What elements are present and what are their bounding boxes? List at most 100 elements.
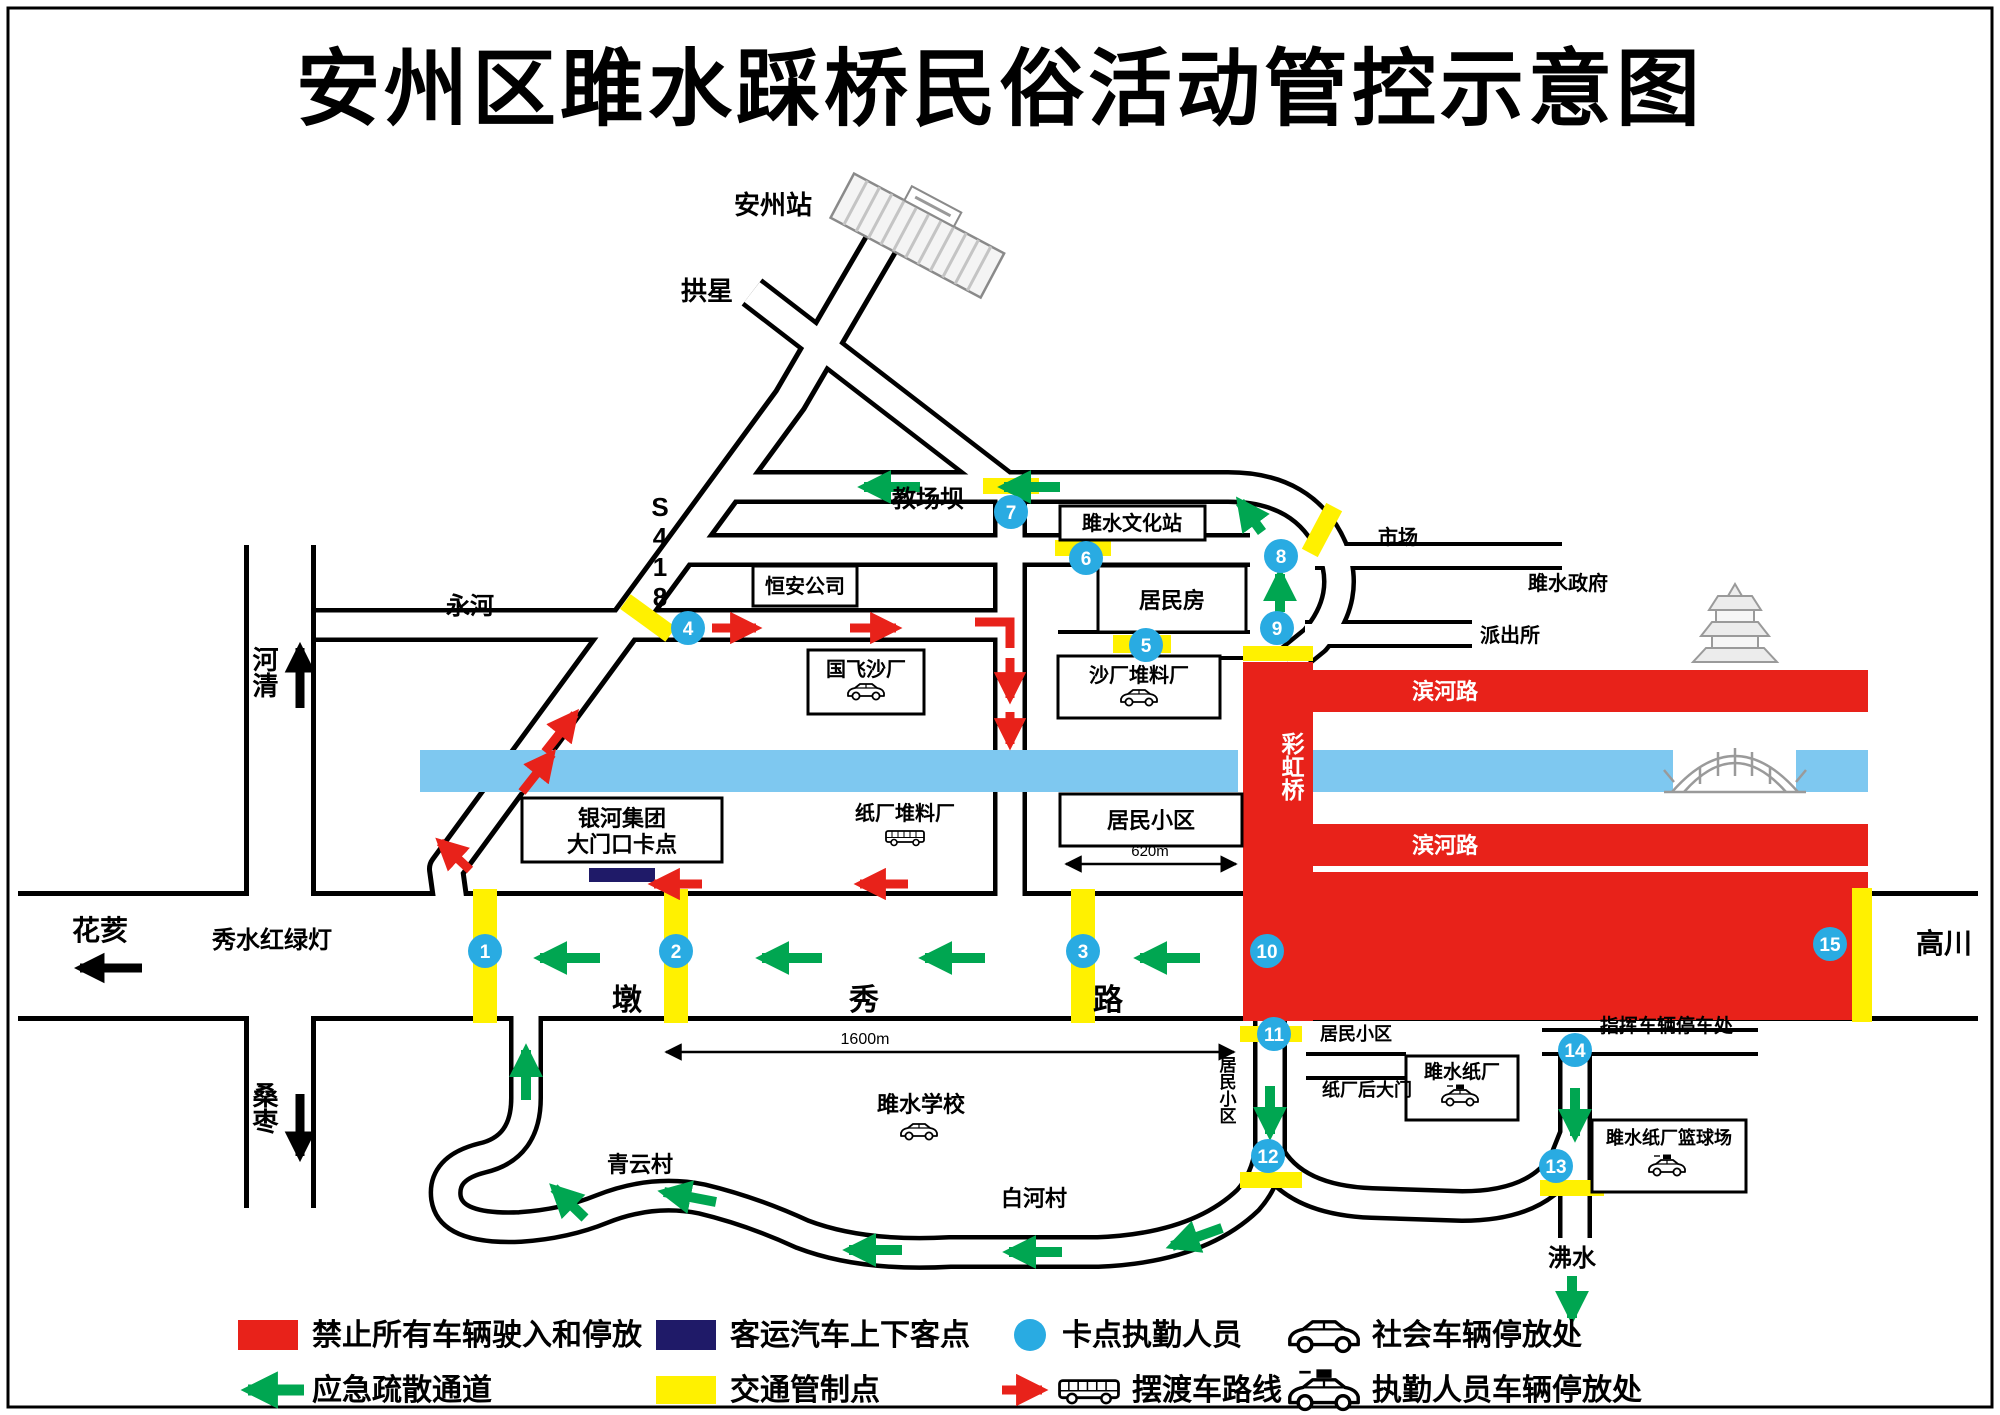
- svg-text:9: 9: [1272, 619, 1283, 640]
- svg-text:1: 1: [480, 942, 491, 963]
- legend-item-checkpoint: 卡点执勤人员: [1014, 1319, 1242, 1352]
- train-station-icon: [828, 171, 1006, 300]
- shachang-label: 沙厂堆料厂: [1089, 663, 1189, 687]
- svg-text:10: 10: [1256, 942, 1277, 963]
- binhe-road-upper-label: 滨河路: [1412, 679, 1479, 704]
- wenhuazhan-label: 雎水文化站: [1082, 511, 1182, 535]
- legend-item-shuttle: 摆渡车路线: [1002, 1373, 1282, 1407]
- legend-label-shuttle: 摆渡车路线: [1132, 1373, 1282, 1407]
- bus-stop-swatch: [656, 1320, 716, 1350]
- feishui-label: 沸水: [1548, 1245, 1597, 1272]
- bus-icon: [885, 830, 925, 847]
- legend-item-duty-parking: 执勤人员车辆停放处: [1290, 1369, 1642, 1409]
- sangzao-label: 桑枣: [249, 1082, 279, 1135]
- juminfang-label: 居民房: [1139, 588, 1205, 613]
- road-network: [18, 203, 1978, 1253]
- baihecun-label: 白河村: [1001, 1186, 1067, 1211]
- jumin-xiaoqu-right-label: 居民小区: [1320, 1024, 1392, 1044]
- buildings: 恒安公司 国飞沙厂 居民房 沙厂堆料厂 雎水文化站 银河集团 大门口卡点 居民小…: [520, 504, 1748, 1194]
- checkpoint-6: 6: [1069, 541, 1103, 575]
- control-bar-12: [1240, 1172, 1302, 1188]
- jumin-xiaoqu-vertical-label: 居民小区: [1217, 1056, 1237, 1124]
- guofei-building: [806, 648, 926, 716]
- checkpoint-5: 5: [1129, 628, 1163, 662]
- legend-item-bus-stop: 客运汽车上下客点: [656, 1318, 970, 1352]
- svg-text:6: 6: [1081, 549, 1092, 570]
- distance-620m: 620m: [1131, 843, 1169, 860]
- control-bar-15: [1852, 888, 1872, 1022]
- legend: 禁止所有车辆驶入和停放 客运汽车上下客点 卡点执勤人员 社会车辆停放处 应急疏散…: [238, 1318, 1642, 1409]
- svg-text:4: 4: [683, 619, 694, 640]
- legend-label-prohibited: 禁止所有车辆驶入和停放: [312, 1318, 643, 1352]
- gaochuan-label: 高川: [1916, 928, 1972, 959]
- bus-pickup-point: [589, 868, 655, 882]
- police-car-icon: [1290, 1369, 1358, 1409]
- shuixuexiao-label: 雎水学校: [877, 1092, 966, 1117]
- checkpoint-14: 14: [1558, 1033, 1592, 1067]
- zhichang-duiliao-label: 纸厂堆料厂: [855, 801, 955, 825]
- road-name-lu: 路: [1093, 984, 1124, 1017]
- shuizhichang-label: 雎水纸厂: [1424, 1060, 1500, 1083]
- svg-text:14: 14: [1564, 1041, 1586, 1062]
- yinhe-label-line1: 银河集团: [578, 806, 666, 831]
- temple-icon: [1690, 582, 1780, 663]
- zhihui-parking-label: 指挥车辆停车处: [1600, 1014, 1734, 1037]
- checkpoint-8: 8: [1264, 539, 1298, 573]
- distance-1600m: 1600m: [841, 1031, 890, 1048]
- hengan-label: 恒安公司: [765, 574, 845, 598]
- zhichang-gate-label: 纸厂后大门: [1322, 1079, 1412, 1100]
- legend-item-public-parking: 社会车辆停放处: [1288, 1318, 1582, 1354]
- shachang-building: [1056, 654, 1222, 720]
- svg-text:11: 11: [1264, 1025, 1285, 1046]
- legend-label-checkpoint: 卡点执勤人员: [1062, 1319, 1242, 1352]
- checkpoint-7: 7: [994, 495, 1028, 529]
- yinhe-label-line2: 大门口卡点: [567, 832, 677, 857]
- gongxing-label: 拱星: [681, 276, 733, 306]
- dimension-lines: [664, 855, 1238, 1061]
- restricted-zone: 彩虹桥 滨河路 滨河路: [1243, 662, 1868, 1021]
- checkpoint-1: 1: [468, 934, 502, 968]
- car-icon: [900, 1123, 938, 1141]
- huagai-label: 花荄: [72, 915, 128, 946]
- svg-text:3: 3: [1078, 942, 1089, 963]
- control-bar-9: [1243, 646, 1313, 661]
- shuizhengfu-label: 雎水政府: [1528, 571, 1608, 595]
- legend-label-duty-parking: 执勤人员车辆停放处: [1372, 1373, 1642, 1407]
- yonghe-label: 永河: [446, 593, 494, 620]
- river: [420, 750, 1868, 792]
- yinhe-gate-building: [520, 796, 724, 864]
- prohibited-swatch: [238, 1320, 298, 1350]
- binhe-road-lower-label: 滨河路: [1412, 833, 1479, 858]
- svg-text:12: 12: [1257, 1147, 1278, 1168]
- control-point-swatch: [656, 1376, 716, 1404]
- checkpoint-13: 13: [1539, 1149, 1573, 1183]
- car-icon: [1288, 1320, 1360, 1354]
- main-road-closed-zone: [1243, 872, 1868, 1020]
- legend-item-control-point: 交通管制点: [656, 1373, 880, 1407]
- shuttle-elbow: [975, 617, 1015, 648]
- shichang-label: 市场: [1378, 525, 1418, 549]
- binhe-road-lower-zone: [1313, 824, 1868, 866]
- legend-item-prohibited: 禁止所有车辆驶入和停放: [238, 1318, 643, 1352]
- anzhou-station-label: 安州站: [734, 190, 812, 220]
- arch-bridge-icon: [1663, 748, 1807, 794]
- place-labels: 安州站 拱星 S418 教场坝 市场 雎水政府 永河 河清 派出所 纸厂堆料厂 …: [72, 190, 1972, 1272]
- road-name-xiu: 秀: [848, 984, 879, 1017]
- svg-text:15: 15: [1819, 935, 1841, 956]
- page-title: 安州区雎水踩桥民俗活动管控示意图: [296, 42, 1704, 136]
- checkpoint-4: 4: [671, 611, 705, 645]
- bus-icon: [1058, 1379, 1120, 1405]
- checkpoint-dot: [1014, 1319, 1046, 1351]
- checkpoint-9: 9: [1260, 611, 1294, 645]
- control-bar-4: [620, 594, 676, 642]
- checkpoint-15: 15: [1813, 927, 1847, 961]
- jumin-xiaoqu-mid-label: 居民小区: [1107, 808, 1195, 833]
- direction-arrows: [73, 641, 316, 1163]
- legend-label-bus-stop: 客运汽车上下客点: [730, 1318, 970, 1352]
- shuttle-route-arrows: [435, 611, 1027, 901]
- rainbow-bridge-label: 彩虹桥: [1278, 732, 1306, 802]
- guofei-label: 国飞沙厂: [826, 658, 906, 681]
- legend-label-control-point: 交通管制点: [730, 1373, 880, 1407]
- road-name-dun: 墩: [612, 984, 643, 1017]
- page-border: [6, 6, 1994, 1409]
